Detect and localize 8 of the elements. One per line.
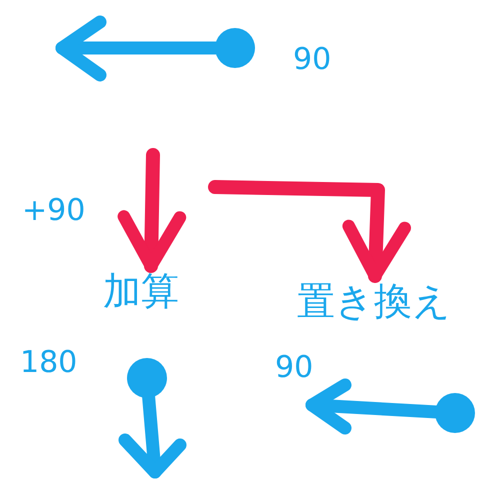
arrow bbox=[118, 148, 186, 273]
term-text: 置き換え bbox=[297, 279, 451, 323]
arrow bbox=[208, 180, 411, 283]
angle-label: +90 bbox=[22, 196, 86, 226]
angle-label: 90 bbox=[293, 45, 332, 75]
term-text: 加算 bbox=[103, 269, 179, 313]
angle-label: 180 bbox=[20, 348, 78, 378]
angle-label: 90 bbox=[275, 353, 314, 383]
